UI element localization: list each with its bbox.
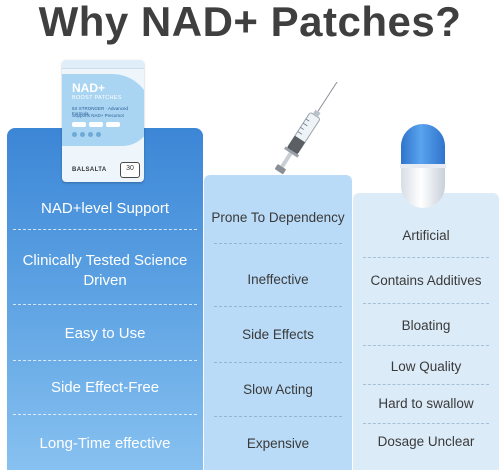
divider	[214, 362, 342, 363]
pack-brand: BALSALTA	[72, 167, 107, 173]
pack-chip	[72, 122, 86, 127]
divider	[214, 243, 342, 244]
divider	[363, 257, 489, 258]
pack-support: Supports NAD+ Precursor	[72, 113, 125, 118]
patches-benefit-2: Clinically Tested Science Driven	[22, 252, 188, 289]
pills-drawback-5: Hard to swallow	[378, 396, 474, 411]
patches-benefit-3: Easy to Use	[64, 325, 146, 342]
injections-drawback-3: Side Effects	[242, 327, 314, 342]
pack-feature-icons	[72, 132, 116, 138]
pills-drawback-6: Dosage Unclear	[377, 434, 475, 449]
patches-benefit-1: NAD+level Support	[41, 200, 169, 217]
pills-drawback-2: Contains Additives	[370, 273, 482, 288]
divider	[363, 423, 489, 424]
injections-column-panel	[204, 175, 352, 470]
syringe-icon	[274, 82, 341, 175]
divider	[13, 304, 197, 305]
divider	[214, 306, 342, 307]
divider	[363, 345, 489, 346]
capsule-icon	[400, 124, 446, 208]
pack-chip	[89, 122, 103, 127]
pack-title: NAD+	[72, 81, 106, 95]
divider	[363, 384, 489, 385]
pills-drawback-4: Low Quality	[390, 359, 462, 374]
page-title: Why NAD+ Patches?	[38, 0, 462, 45]
injections-drawback-2: Ineffective	[247, 272, 309, 287]
divider	[13, 414, 197, 415]
pack-chip	[106, 122, 120, 127]
pack-subtitle: BOOST PATCHES	[72, 95, 122, 101]
pills-drawback-3: Bloating	[401, 318, 451, 333]
pack-tagline: 5X STRONGER · Advanced Formula	[72, 106, 129, 116]
product-pack-icon: NAD+ BOOST PATCHES 5X STRONGER · Advance…	[62, 60, 144, 182]
patches-benefit-5: Long-Time effective	[39, 435, 171, 452]
patches-benefit-4: Side Effect-Free	[50, 379, 160, 396]
injections-drawback-5: Expensive	[246, 436, 310, 451]
pack-seal	[62, 60, 144, 69]
injections-drawback-1: Prone To Dependency	[211, 210, 345, 225]
divider	[363, 303, 489, 304]
divider	[13, 360, 197, 361]
divider	[13, 229, 197, 230]
injections-drawback-4: Slow Acting	[243, 382, 313, 397]
patches-column-panel	[7, 128, 203, 470]
pills-drawback-1: Artificial	[402, 228, 450, 243]
pack-count-badge: 30	[120, 162, 140, 178]
divider	[214, 416, 342, 417]
